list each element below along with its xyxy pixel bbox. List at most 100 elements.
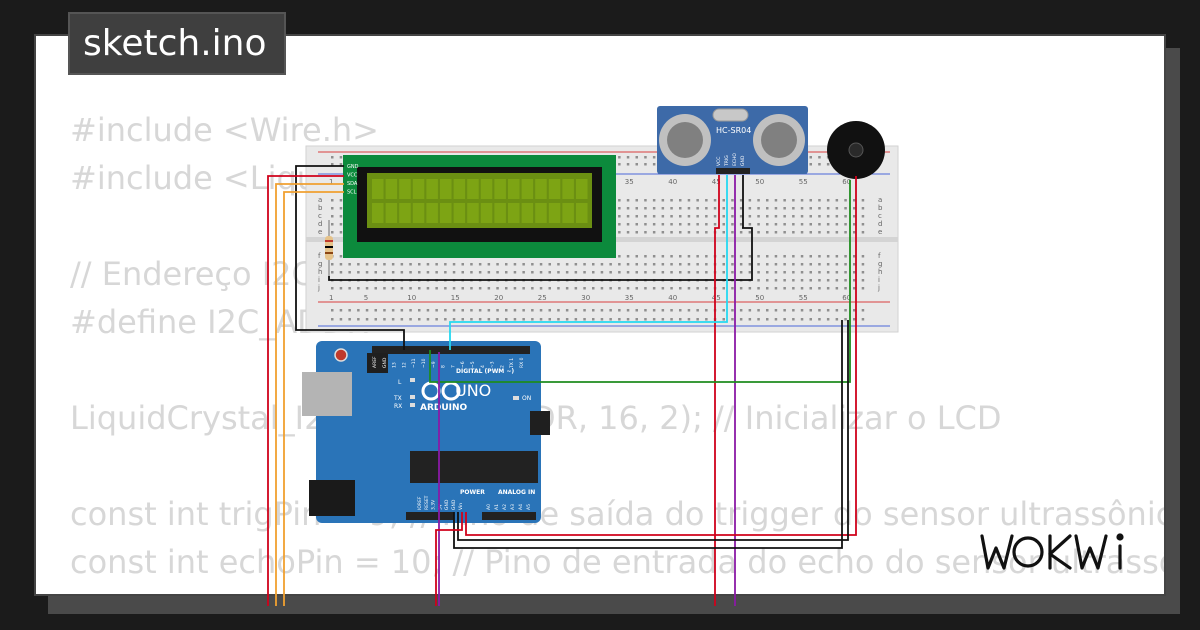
analog-pin-label: A4 [518,504,524,510]
sensor-label: HC-SR04 [716,126,751,135]
analog-pin-label: A3 [510,504,516,510]
power-pin-label: Vin [458,503,464,510]
digital-pin-label: 13 [392,362,398,368]
digital-pin-label: AREF [372,356,378,368]
bb-col-number: 50 [755,294,764,302]
lcd-pin-label: SCL [347,190,357,196]
digital-header-label: DIGITAL (PWM ~) [456,368,514,375]
resistor[interactable] [325,220,333,276]
bb-row-letter: d [878,220,882,228]
lcd-pin-labels: GND VCC SDA SCL [347,164,359,196]
digital-pin-label: 7 [450,365,456,368]
bb-col-number: 45 [712,178,721,186]
lcd-pin-label: SDA [347,181,358,187]
power-pin-label: RESET [424,495,430,510]
sensor-pin-label: VCC [716,157,722,166]
bb-col-number: 60 [842,294,851,302]
lcd-display[interactable]: GND VCC SDA SCL [343,155,616,258]
bb-col-number: 55 [799,178,808,186]
wire-lcd-sda [275,183,344,606]
bb-col-number: 15 [451,294,460,302]
bb-col-number: 35 [625,178,634,186]
power-pin-label: 5V [437,503,443,510]
digital-pin-label: ~11 [411,358,417,368]
file-tab-label: sketch.ino [83,23,267,64]
bb-col-number: 1 [329,294,333,302]
buzzer[interactable] [827,121,885,179]
bb-row-letter: a [318,196,322,204]
wokwi-logo [980,533,1124,570]
bb-col-number: 1 [329,178,333,186]
wires [267,165,857,606]
bb-row-letter: h [878,268,882,276]
lcd-character-cells [372,179,588,223]
digital-pin-label: RX 0 [519,357,525,368]
code-line: const int echoPin = 10; // Pino de entra… [70,543,1166,581]
bb-col-number: 5 [364,294,368,302]
bb-col-number: 50 [755,178,764,186]
bb-row-letter: i [318,276,320,284]
bb-col-number: 30 [581,294,590,302]
code-line: // Endereço I2C [70,255,314,293]
bb-row-letter: e [878,228,882,236]
file-tab[interactable]: sketch.ino [68,12,286,75]
analog-header-label: ANALOG IN [498,489,535,496]
code-line: const int buzzerPin = 11; // Pino do buz… [70,586,1164,594]
wire-gnd-power [457,320,849,541]
lcd-pin-label: GND [347,164,359,170]
digital-pin-label: 8 [441,365,447,368]
code-line: #include <Wire.h> [70,111,379,149]
bb-col-number: 45 [712,294,721,302]
bb-col-number: 40 [668,294,677,302]
power-pin-label: GND [444,499,450,510]
on-led-label: ON [522,395,531,402]
wire-red-power [435,512,463,606]
digital-pin-label: ~3 [490,361,496,368]
analog-pin-label: A0 [486,504,492,510]
digital-pin-label: ~10 [421,358,427,368]
bb-row-letter: b [878,204,883,212]
sensor-pin-label: TRIG [724,155,730,167]
power-pin-label: IOREF [417,496,423,510]
arduino-model: UNO [455,381,491,400]
digital-pin-label: 2 [499,365,505,368]
lcd-pin-label: VCC [347,173,358,179]
bb-row-letter: g [878,260,882,268]
digital-pin-label: ~9 [431,361,437,368]
bb-row-letter: d [318,220,322,228]
bb-col-number: 25 [538,294,547,302]
rx-led-label: RX [394,403,402,410]
analog-pin-label: A1 [494,504,500,510]
analog-pin-label: A2 [502,504,508,510]
arduino-uno[interactable]: UNO ARDUINO DIGITAL (PWM ~) ON TX RX L P… [302,341,550,523]
power-pin-label: GND [451,499,457,510]
bb-col-number: 10 [407,294,416,302]
digital-pin-label: ~5 [470,361,476,368]
wire-sensor-vcc [714,175,720,606]
bb-row-letter: c [318,212,322,220]
sensor-pin-label: ECHO [732,153,738,166]
bb-col-number: 35 [625,294,634,302]
bb-col-number: 55 [799,294,808,302]
tx-led-label: TX [393,395,402,402]
wire-buzzer-red [465,176,857,536]
bb-row-letter: i [878,276,880,284]
power-pin-label: 3.3V [431,499,437,510]
bb-row-letter: b [318,204,323,212]
analog-pin-label: A5 [526,504,532,510]
sensor-pin-label: GND [740,155,746,166]
digital-pin-label: 4 [480,365,486,368]
wire-resistor [328,227,753,281]
digital-pin-label: TX 1 [509,358,515,369]
wire-sensor-trig [449,175,728,350]
bb-col-number: 60 [842,178,851,186]
bb-row-letter: c [878,212,882,220]
bb-row-letter: g [318,260,322,268]
bb-row-letter: h [318,268,322,276]
